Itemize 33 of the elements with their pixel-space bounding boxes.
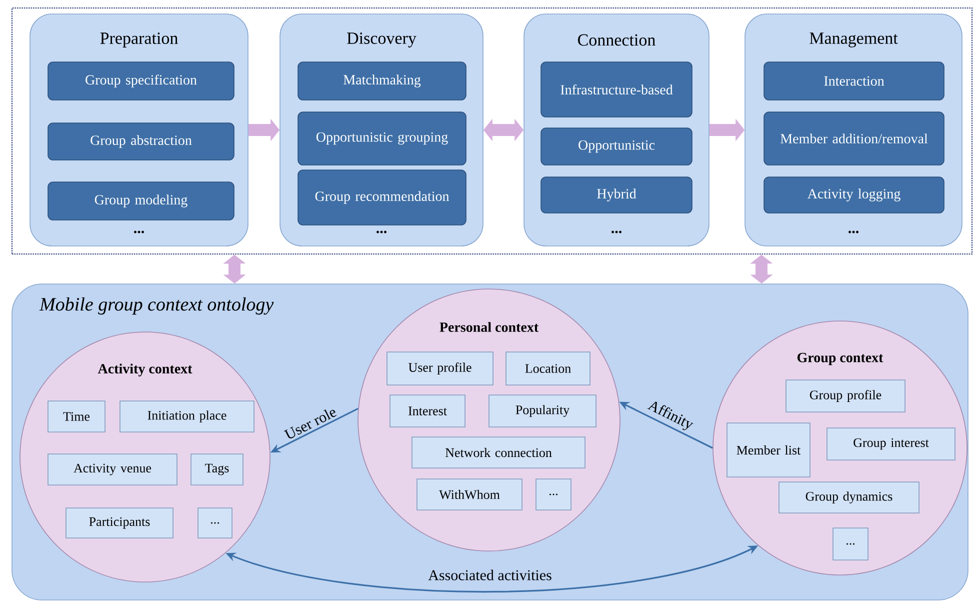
- context-box: Popularity: [488, 394, 596, 428]
- task-box: Opportunistic grouping: [298, 112, 466, 166]
- task-box: Group specification: [48, 62, 234, 100]
- context-box: User profile: [386, 352, 494, 386]
- task-box: Matchmaking: [298, 62, 466, 100]
- edge-label: Associated activities: [427, 568, 553, 582]
- context-box: Group profile: [786, 380, 906, 412]
- context-box: ...: [536, 478, 572, 510]
- edge-label: User role: [282, 404, 339, 442]
- dotted-frame: [11, 7, 973, 255]
- context-box: Interest: [390, 394, 466, 428]
- task-box: Group abstraction: [48, 122, 234, 160]
- context-box: WithWhom: [416, 478, 522, 510]
- task-box: Activity logging: [764, 176, 944, 214]
- context-box: Activity venue: [48, 454, 178, 486]
- task-box: Member addition/removal: [764, 112, 944, 166]
- context-box: Group interest: [826, 428, 956, 460]
- task-box: Hybrid: [540, 176, 692, 214]
- context-box: Time: [48, 400, 106, 432]
- context-box: Network connection: [412, 436, 586, 468]
- task-box: Interaction: [764, 62, 944, 100]
- context-box: ...: [832, 528, 868, 560]
- context-box: ...: [198, 508, 232, 538]
- context-box: Tags: [190, 454, 244, 486]
- task-box: Group recommendation: [298, 170, 466, 226]
- task-box: Opportunistic: [540, 128, 692, 166]
- task-box: Group modeling: [48, 182, 234, 220]
- context-box: Initiation place: [120, 400, 254, 432]
- context-box: Participants: [66, 508, 174, 538]
- task-box: Infrastructure-based: [540, 62, 692, 118]
- context-box: Group dynamics: [778, 482, 920, 514]
- context-box: Location: [506, 352, 590, 386]
- context-box: Member list: [726, 422, 810, 478]
